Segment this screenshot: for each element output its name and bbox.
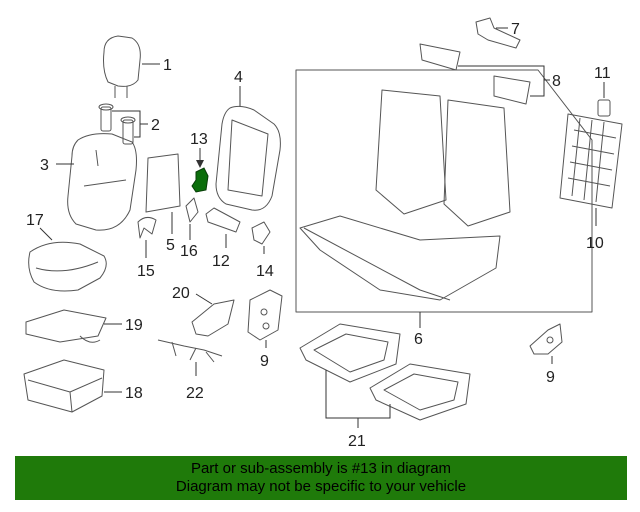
part-19-pad: [25, 309, 122, 343]
part-11-clip: [597, 82, 611, 117]
callout-15: 15: [137, 263, 155, 280]
callout-16: 16: [180, 243, 198, 260]
part-1-headrest: [103, 35, 160, 98]
callout-9b: 9: [546, 369, 555, 386]
part-12-latch-handle: [205, 207, 241, 248]
callout-6: 6: [414, 331, 423, 348]
callout-3: 3: [40, 157, 49, 174]
part-9-hinge-right: [529, 323, 563, 364]
part-18-cushion-cover: [23, 359, 122, 413]
callout-8: 8: [552, 73, 561, 90]
callout-2: 2: [151, 117, 160, 134]
callout-14: 14: [256, 263, 274, 280]
part-4-seatback-frame: [215, 86, 281, 211]
callout-21: 21: [348, 433, 366, 450]
part-20-trim: [191, 293, 235, 337]
callout-10: 10: [586, 235, 604, 252]
part-2-headrest-guides: [98, 103, 148, 145]
part-15-clip: [137, 216, 157, 258]
part-17-cushion: [28, 227, 107, 292]
callout-7: 7: [511, 21, 520, 38]
banner-line-2: Diagram may not be specific to your vehi…: [175, 478, 467, 495]
callout-22: 22: [186, 385, 204, 402]
part-10-mesh-panel: [559, 113, 623, 226]
callout-17: 17: [26, 212, 44, 229]
callout-9a: 9: [260, 353, 269, 370]
callout-19: 19: [125, 317, 143, 334]
callout-11: 11: [594, 65, 611, 82]
part-6-seat-frame-box: [295, 69, 593, 328]
callout-13: 13: [190, 131, 208, 148]
parts-diagram: 1 2 3 4 5 13 15: [23, 17, 623, 450]
part-8-covers: [419, 43, 550, 105]
part-22-harness: [157, 339, 223, 376]
part-7-bracket: [475, 17, 521, 49]
part-16-bracket: [185, 197, 199, 240]
part-5-back-panel: [145, 153, 181, 234]
callout-12: 12: [212, 253, 230, 270]
callout-18: 18: [125, 385, 143, 402]
callout-5: 5: [166, 237, 175, 254]
callout-20: 20: [172, 285, 190, 302]
part-3-seatback-cover: [56, 133, 137, 231]
part-14-bracket: [251, 221, 271, 254]
part-9-hinge-left: [247, 289, 283, 348]
part-13-highlighted: [191, 148, 209, 193]
callout-4: 4: [234, 69, 243, 86]
part-21-seat-pans: [299, 323, 471, 428]
banner-line-1: Part or sub-assembly is #13 in diagram: [190, 460, 452, 477]
callout-1: 1: [163, 57, 172, 74]
info-banner: Part or sub-assembly is #13 in diagram D…: [15, 456, 627, 500]
